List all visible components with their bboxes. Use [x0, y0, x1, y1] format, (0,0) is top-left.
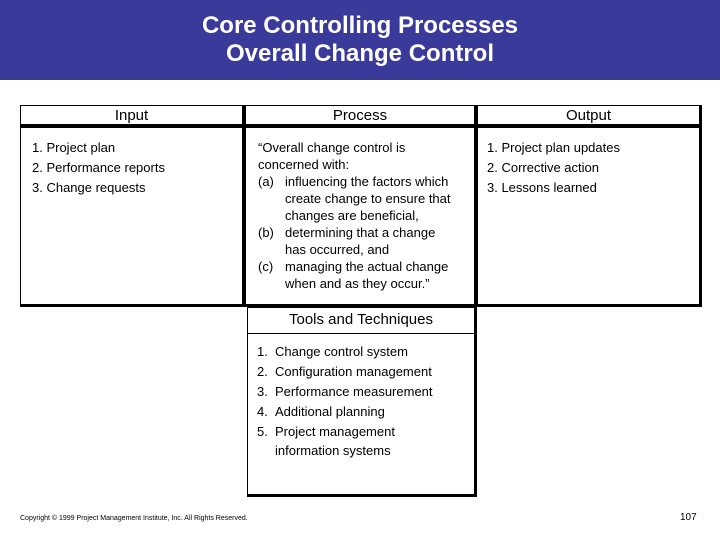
item-line: changes are beneficial,: [285, 208, 419, 223]
item-line: managing the actual change: [285, 259, 449, 274]
input-item: 2. Performance reports: [32, 160, 165, 175]
tools-heading: Tools and Techniques: [289, 311, 433, 328]
tools-box: Tools and Techniques 1. Change control sy…: [247, 307, 477, 497]
item-line: influencing the factors which: [285, 174, 449, 189]
input-box: 1. Project plan 2. Performance reports 3…: [20, 127, 245, 307]
item-number: 2.: [257, 364, 268, 379]
item-text: Configuration management: [275, 364, 432, 379]
input-heading: Input: [20, 105, 245, 127]
tools-divider: [248, 333, 474, 334]
item-marker: (c): [258, 259, 274, 274]
input-item: 3. Change requests: [32, 180, 146, 195]
output-box: 1. Project plan updates 2. Corrective ac…: [477, 127, 702, 307]
item-line: determining that a change: [285, 225, 436, 240]
process-item-c: (c) managing the actual change when and …: [258, 258, 473, 292]
tools-list: 1. Change control system 2. Configuration …: [257, 342, 472, 459]
output-item: 2. Corrective action: [487, 160, 599, 175]
item-text: Performance measurement: [275, 384, 433, 399]
output-item: 1. Project plan updates: [487, 140, 620, 155]
page-number: 107: [680, 512, 697, 523]
process-box: “Overall change control is concerned wit…: [245, 127, 477, 307]
process-intro-line: “Overall change control is: [258, 140, 406, 155]
item-number: 5.: [257, 424, 268, 439]
copyright-notice: Copyright © 1999 Project Management Inst…: [20, 515, 248, 522]
item-line: has occurred, and: [285, 242, 390, 257]
process-heading: Process: [245, 105, 477, 127]
process-item-b: (b) determining that a change has occurr…: [258, 224, 473, 258]
input-list: 1. Project plan 2. Performance reports 3…: [32, 138, 165, 198]
tools-item: 2. Configuration management: [257, 362, 472, 382]
process-intro-line: concerned with:: [258, 157, 350, 172]
item-text: Additional planning: [275, 404, 385, 419]
item-number: 3.: [257, 384, 268, 399]
input-item: 1. Project plan: [32, 140, 116, 155]
output-heading: Output: [477, 105, 702, 127]
output-list: 1. Project plan updates 2. Corrective ac…: [487, 138, 620, 198]
tools-item: 4. Additional planning: [257, 402, 472, 422]
item-text: Change control system: [275, 344, 408, 359]
tools-item: 3. Performance measurement: [257, 382, 472, 402]
tools-item: 5. Project management information systems: [257, 422, 472, 459]
item-text-continued: information systems: [275, 443, 391, 458]
item-marker: (b): [258, 225, 274, 240]
output-item: 3. Lessons learned: [487, 180, 597, 195]
item-line: create change to ensure that: [285, 191, 451, 206]
slide-header: Core Controlling Processes Overall Chang…: [0, 0, 720, 80]
item-marker: (a): [258, 174, 274, 189]
item-text: Project management: [275, 424, 395, 439]
slide-title: Core Controlling Processes: [201, 12, 519, 39]
process-item-a: (a) influencing the factors which create…: [258, 173, 473, 224]
tools-item: 1. Change control system: [257, 342, 472, 362]
process-description: “Overall change control is concerned wit…: [258, 139, 473, 292]
slide-subtitle: Overall Change Control: [225, 40, 495, 67]
item-number: 4.: [257, 404, 268, 419]
item-number: 1.: [257, 344, 268, 359]
item-line: when and as they occur.”: [285, 276, 430, 291]
